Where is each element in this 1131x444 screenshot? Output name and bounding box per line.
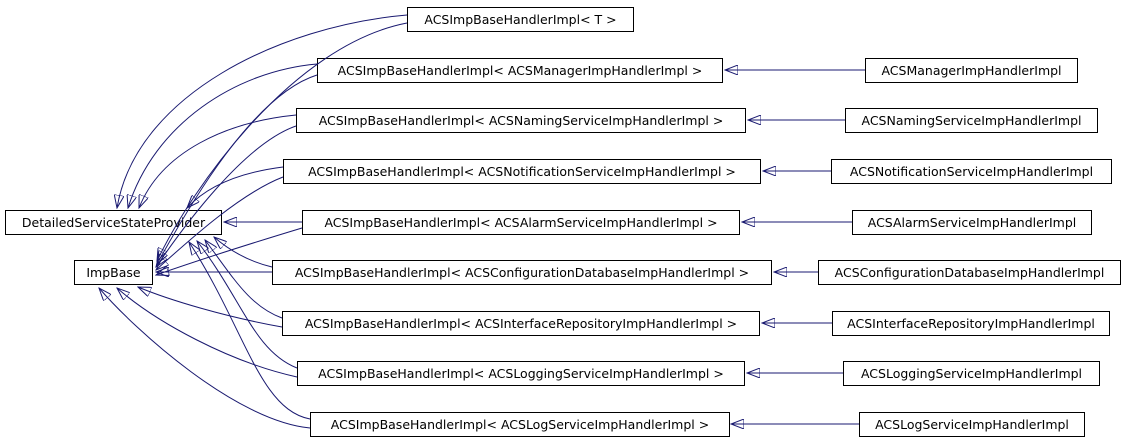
- node-tpl-alarm[interactable]: ACSImpBaseHandlerImpl< ACSAlarmServiceIm…: [302, 210, 740, 235]
- edge-to-impbase: [117, 288, 298, 378]
- node-impl-logservice[interactable]: ACSLogServiceImpHandlerImpl: [859, 412, 1085, 437]
- node-impl-manager[interactable]: ACSManagerImpHandlerImpl: [865, 58, 1078, 83]
- node-tpl-t[interactable]: ACSImpBaseHandlerImpl< T >: [407, 7, 634, 32]
- edge-to-detailedservicestateprovider: [205, 240, 283, 319]
- node-impl-alarm[interactable]: ACSAlarmServiceImpHandlerImpl: [852, 210, 1092, 235]
- node-detailed-service-state-provider[interactable]: DetailedServiceStateProvider: [5, 210, 222, 235]
- edge-to-detailedservicestateprovider: [214, 237, 273, 268]
- edge-to-impbase: [156, 125, 297, 267]
- node-imp-base[interactable]: ImpBase: [74, 260, 153, 285]
- node-impl-naming[interactable]: ACSNamingServiceImpHandlerImpl: [845, 108, 1098, 133]
- node-impl-logging[interactable]: ACSLoggingServiceImpHandlerImpl: [843, 361, 1100, 386]
- edge-to-impbase: [138, 287, 283, 328]
- node-tpl-interface-repo[interactable]: ACSImpBaseHandlerImpl< ACSInterfaceRepos…: [282, 311, 760, 336]
- node-impl-configdb[interactable]: ACSConfigurationDatabaseImpHandlerImpl: [818, 260, 1121, 285]
- node-tpl-naming[interactable]: ACSImpBaseHandlerImpl< ACSNamingServiceI…: [296, 108, 746, 133]
- edge-to-detailedservicestateprovider: [128, 63, 318, 208]
- node-tpl-configdb[interactable]: ACSImpBaseHandlerImpl< ACSConfigurationD…: [272, 260, 772, 285]
- edge-to-impbase: [99, 288, 311, 429]
- node-tpl-logservice[interactable]: ACSImpBaseHandlerImpl< ACSLogServiceImpH…: [310, 412, 730, 437]
- edge-to-detailedservicestateprovider: [139, 114, 297, 208]
- edge-to-detailedservicestateprovider: [187, 166, 284, 208]
- node-impl-notification[interactable]: ACSNotificationServiceImpHandlerImpl: [831, 159, 1112, 184]
- node-impl-interface-repo[interactable]: ACSInterfaceRepositoryImpHandlerImpl: [832, 311, 1110, 336]
- node-tpl-logging[interactable]: ACSImpBaseHandlerImpl< ACSLoggingService…: [297, 361, 745, 386]
- node-tpl-notification[interactable]: ACSImpBaseHandlerImpl< ACSNotificationSe…: [283, 159, 761, 184]
- node-tpl-manager[interactable]: ACSImpBaseHandlerImpl< ACSManagerImpHand…: [317, 58, 723, 83]
